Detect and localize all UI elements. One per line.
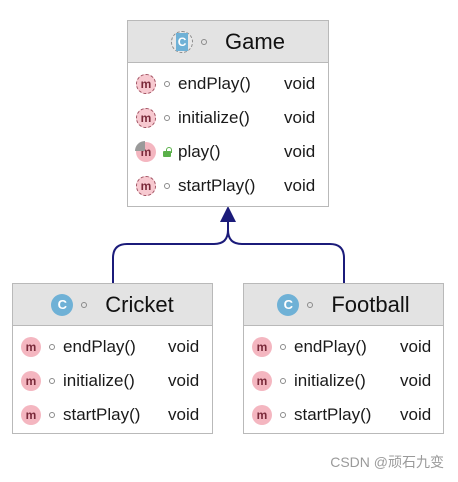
class-cricket[interactable]: C Cricket m endPlay() void m initialize(… — [12, 283, 213, 434]
method-return-type: void — [400, 337, 432, 356]
class-cricket-header[interactable]: C Cricket — [13, 284, 212, 326]
method-row[interactable]: m startPlay() void — [13, 398, 212, 432]
method-row[interactable]: m endPlay() void — [13, 330, 212, 364]
method-row[interactable]: m initialize() void — [244, 364, 443, 398]
abstract-method-icon: m — [136, 74, 156, 94]
method-return-type: void — [284, 108, 316, 127]
method-icon: m — [21, 405, 41, 425]
method-return-type: void — [284, 74, 316, 93]
watermark: CSDN @顽石九变 — [330, 454, 444, 470]
football-inheritance-line — [227, 229, 345, 283]
method-name: initialize() — [294, 371, 366, 390]
class-cricket-name: Cricket — [105, 291, 174, 317]
class-football-header[interactable]: C Football — [244, 284, 443, 326]
method-row[interactable]: m initialize() void — [13, 364, 212, 398]
method-name: endPlay() — [63, 337, 136, 356]
abstract-method-icon: m — [136, 176, 156, 196]
method-icon: m — [21, 337, 41, 357]
method-name: endPlay() — [178, 74, 251, 93]
class-game[interactable]: C Game m endPlay() void m initialize() v… — [127, 20, 329, 207]
class-football-methods: m endPlay() void m initialize() void m s… — [244, 326, 443, 432]
method-name: initialize() — [63, 371, 135, 390]
visibility-icon — [280, 412, 286, 418]
method-return-type: void — [168, 371, 200, 390]
visibility-icon — [307, 301, 314, 308]
abstract-class-icon: C — [171, 30, 194, 53]
method-icon: m — [252, 371, 272, 391]
public-lock-icon — [162, 147, 172, 157]
method-row[interactable]: m endPlay() void — [244, 330, 443, 364]
method-name: startPlay() — [63, 405, 141, 424]
method-return-type: void — [400, 405, 432, 424]
inheritance-arrowhead — [220, 206, 236, 222]
visibility-icon — [49, 344, 55, 350]
visibility-icon — [280, 344, 286, 350]
method-row[interactable]: m initialize() void — [128, 101, 328, 135]
class-cricket-methods: m endPlay() void m initialize() void m s… — [13, 326, 212, 432]
method-name: startPlay() — [294, 405, 372, 424]
method-row[interactable]: m startPlay() void — [128, 169, 328, 203]
visibility-icon — [201, 38, 208, 45]
class-game-name: Game — [225, 28, 285, 54]
class-football[interactable]: C Football m endPlay() void m initialize… — [243, 283, 444, 434]
visibility-icon — [164, 115, 170, 121]
class-football-name: Football — [331, 291, 410, 317]
cricket-inheritance-line — [112, 218, 229, 283]
visibility-icon — [280, 378, 286, 384]
method-return-type: void — [168, 405, 200, 424]
method-icon: m — [21, 371, 41, 391]
method-row[interactable]: m play() void — [128, 135, 328, 169]
method-return-type: void — [284, 176, 316, 195]
visibility-icon — [164, 81, 170, 87]
class-icon: C — [51, 293, 74, 316]
method-return-type: void — [284, 142, 316, 161]
visibility-icon — [49, 378, 55, 384]
method-name: initialize() — [178, 108, 250, 127]
method-name: startPlay() — [178, 176, 256, 195]
method-icon: m — [252, 337, 272, 357]
method-name: play() — [178, 142, 221, 161]
final-method-icon: m — [135, 141, 156, 162]
class-game-methods: m endPlay() void m initialize() void m p… — [128, 63, 328, 203]
method-name: endPlay() — [294, 337, 367, 356]
visibility-icon — [49, 412, 55, 418]
method-return-type: void — [400, 371, 432, 390]
method-return-type: void — [168, 337, 200, 356]
abstract-method-icon: m — [136, 108, 156, 128]
method-icon: m — [252, 405, 272, 425]
visibility-icon — [81, 301, 88, 308]
method-row[interactable]: m endPlay() void — [128, 67, 328, 101]
class-icon: C — [277, 293, 300, 316]
visibility-icon — [164, 183, 170, 189]
class-game-header[interactable]: C Game — [128, 21, 328, 63]
method-row[interactable]: m startPlay() void — [244, 398, 443, 432]
